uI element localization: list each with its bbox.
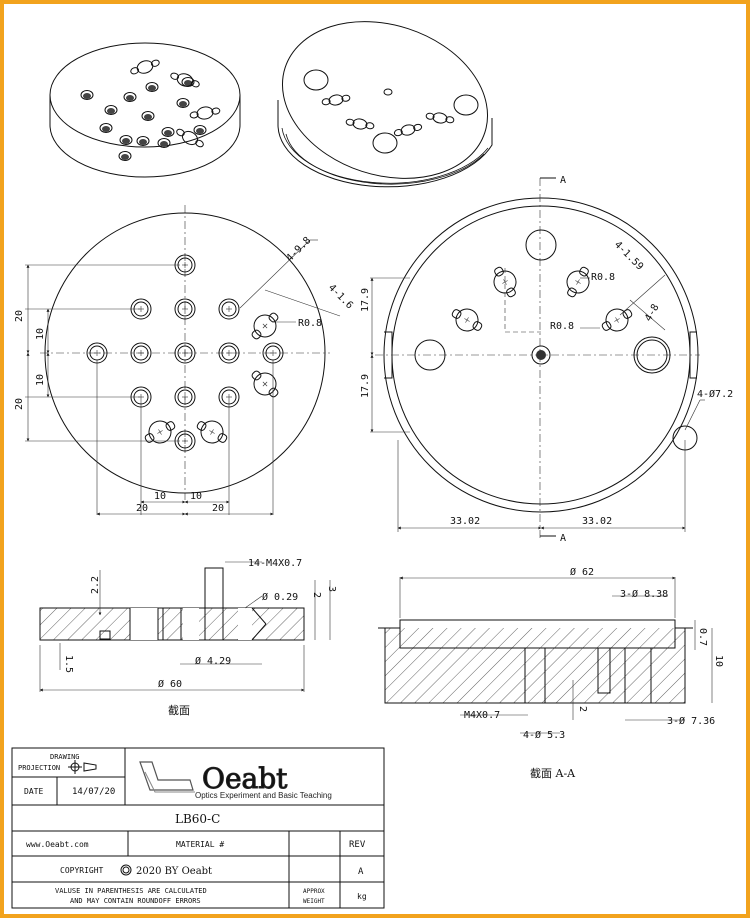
drawing-projection-label-1: DRAWING <box>50 753 80 761</box>
website: www.Oeabt.com <box>26 840 89 849</box>
dim-10: 10 <box>713 655 724 667</box>
dim-v-10-bot: 10 <box>35 374 46 386</box>
dim-3: 3 <box>326 586 337 592</box>
copyright-text: 2020 BY Oeabt <box>136 866 212 877</box>
drawing-projection-label-2: PROJECTION <box>18 764 60 772</box>
approx-label: APPROX <box>303 888 325 895</box>
dim-h-33-02-left: 33.02 <box>450 516 480 527</box>
logo-subtitle: Optics Experiment and Basic Teaching <box>195 791 332 800</box>
label-r0-8-2: R0.8 <box>550 321 574 332</box>
label-d-60: Ø 60 <box>158 678 182 690</box>
note-line-2: AND MAY CONTAIN ROUNDOFF ERRORS <box>70 897 201 905</box>
date-label: DATE <box>24 787 43 796</box>
caption-section-left: 截面 <box>168 703 190 717</box>
label-d-4-29: Ø 4.29 <box>195 655 231 667</box>
iso-view-right <box>277 21 493 188</box>
label-4-1-6: 4-1.6 <box>326 282 355 311</box>
section-mark-bottom: A <box>560 533 566 544</box>
dim-v-20-bot: 20 <box>14 398 25 410</box>
label-m4x0-7: M4X0.7 <box>464 710 500 721</box>
logo-text: Oeabt <box>202 762 288 795</box>
section-mark-top: A <box>560 175 566 186</box>
dim-v-17-9-bot: 17.9 <box>360 374 371 398</box>
label-r0-8: R0.8 <box>298 318 322 329</box>
label-4-d7-2: 4-Ø7.2 <box>697 388 733 400</box>
label-r0-8-1: R0.8 <box>591 272 615 283</box>
dim-1-5: 1.5 <box>63 655 74 673</box>
dim-h-20-right: 20 <box>212 503 224 514</box>
label-3-d-8-38: 3-Ø 8.38 <box>620 588 668 600</box>
label-4-d-5-3: 4-Ø 5.3 <box>523 729 565 741</box>
dim-v-20-top: 20 <box>14 310 25 322</box>
label-4-8: 4-8 <box>643 302 662 323</box>
projection-cone-icon <box>83 762 97 772</box>
copyright-label: COPYRIGHT <box>60 866 104 875</box>
label-4-9-8: 4-9.8 <box>284 235 313 264</box>
dim-2-2: 2.2 <box>90 576 101 594</box>
label-14-m4x0-7: 14-M4X0.7 <box>248 558 302 569</box>
oeabt-logo: Oeabt Optics Experiment and Basic Teachi… <box>139 761 332 800</box>
dim-2-right: 2 <box>577 706 588 712</box>
part-number: LB60-C <box>175 812 220 826</box>
weight-unit: kg <box>357 892 367 901</box>
copyright-icon <box>122 866 130 874</box>
dim-h-10-right: 10 <box>190 491 202 502</box>
dim-0-7: 0.7 <box>697 628 708 646</box>
dim-h-10-left: 10 <box>154 491 166 502</box>
title-block: DRAWING PROJECTION DATE 14/07/20 Oeabt O… <box>11 747 385 909</box>
weight-label: WEIGHT <box>303 898 325 905</box>
label-d-0-29: Ø 0.29 <box>262 591 298 603</box>
top-view: 20 20 10 10 10 10 20 20 4-9.8 4-1.6 R0.8 <box>14 205 355 516</box>
label-d-62: Ø 62 <box>570 566 594 578</box>
section-aa-view: Ø 62 3-Ø 8.38 0.7 10 2 M4X0.7 3-Ø 7.36 4… <box>378 566 724 780</box>
iso-view-left <box>49 42 241 178</box>
date-value: 14/07/20 <box>72 787 115 797</box>
material-label: MATERIAL # <box>176 840 224 849</box>
rev-label: REV <box>349 840 366 850</box>
caption-section-aa: 截面 A-A <box>530 766 576 780</box>
dim-2: 2 <box>311 592 322 598</box>
section-left-view: 14-M4X0.7 2.2 2 3 Ø 0.29 1.5 Ø 4.29 Ø 60… <box>39 558 337 717</box>
section-a-view: A A 17.9 17.9 33.02 33.02 4-1.59 R0.8 R0… <box>360 175 733 544</box>
label-3-d-7-36: 3-Ø 7.36 <box>667 715 715 727</box>
rev-value: A <box>358 867 364 877</box>
dim-v-10-top: 10 <box>35 328 46 340</box>
dim-v-17-9-top: 17.9 <box>360 288 371 312</box>
dim-h-33-02-right: 33.02 <box>582 516 612 527</box>
note-line-1: VALUSE IN PARENTHESIS ARE CALCULATED <box>55 887 207 895</box>
dim-h-20-left: 20 <box>136 503 148 514</box>
